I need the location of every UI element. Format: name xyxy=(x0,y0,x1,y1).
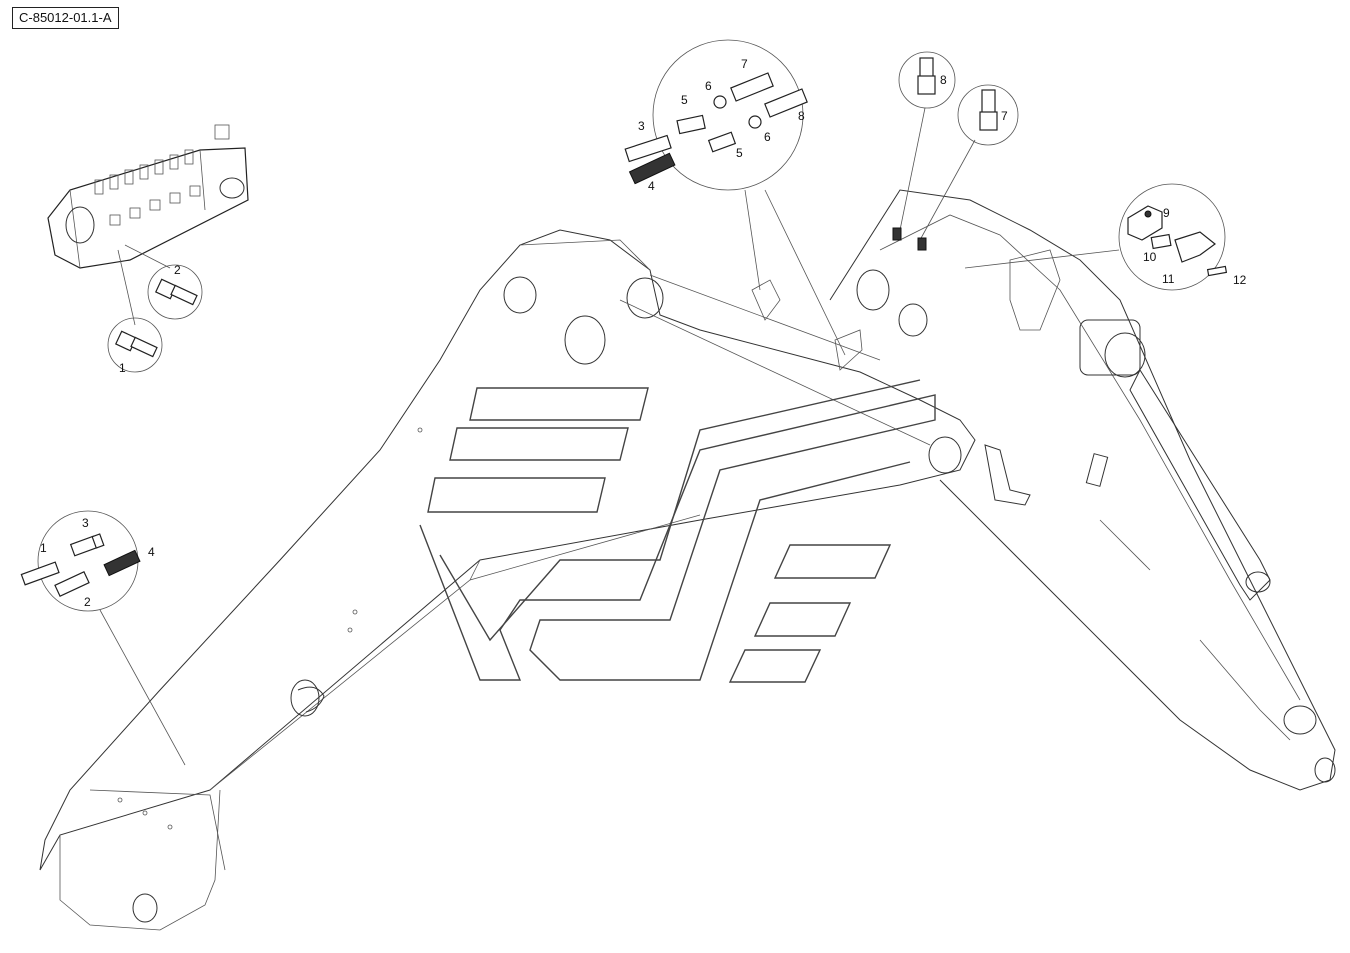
callout-9: 9 xyxy=(1163,206,1170,220)
control-valve xyxy=(47,124,249,269)
fitting-4-icon xyxy=(103,549,141,577)
callout-3: 3 xyxy=(82,516,89,530)
callout-3: 3 xyxy=(638,119,645,133)
arm-outline xyxy=(829,189,1336,791)
callout-5: 5 xyxy=(681,93,688,107)
callout-1: 1 xyxy=(119,361,126,375)
fitting-group-left-lower: 1 3 4 2 xyxy=(20,510,186,766)
callout-8: 8 xyxy=(940,73,947,87)
watermark-logo xyxy=(419,379,936,683)
callout-2: 2 xyxy=(174,263,181,277)
fitting-2-icon xyxy=(154,278,198,306)
callout-8: 8 xyxy=(798,109,805,123)
callout-11: 11 xyxy=(1162,272,1175,286)
fitting-1-icon xyxy=(114,330,158,358)
spacer-10-icon xyxy=(1150,233,1172,250)
bracket-group-right: 9 10 11 12 xyxy=(964,183,1247,291)
fitting-8-icon xyxy=(917,57,936,95)
callout-7: 7 xyxy=(741,57,748,71)
fitting-3-icon xyxy=(624,134,672,163)
clamp-plate-11-icon xyxy=(1174,231,1216,263)
clamp-block-9-icon xyxy=(1127,205,1163,241)
fitting-group-left-upper: 2 1 xyxy=(107,244,203,375)
drawing-id-label: C-85012-01.1-A xyxy=(12,7,119,29)
callout-12: 12 xyxy=(1233,273,1247,287)
callout-2: 2 xyxy=(84,595,91,609)
fitting-6-icon xyxy=(713,95,762,129)
fitting-2-icon xyxy=(54,571,90,597)
callout-4: 4 xyxy=(648,179,655,193)
callout-10: 10 xyxy=(1143,250,1157,264)
callout-6: 6 xyxy=(764,130,771,144)
callout-7: 7 xyxy=(1001,109,1008,123)
fitting-5-icon xyxy=(676,114,737,153)
fitting-4-icon xyxy=(628,152,676,185)
callout-1: 1 xyxy=(40,541,47,555)
fitting-group-top-center: 3 4 5 5 6 6 7 8 xyxy=(624,39,863,371)
fitting-3-icon xyxy=(69,533,105,557)
bolt-12-icon xyxy=(1206,265,1228,277)
fitting-1-icon xyxy=(20,561,60,586)
callout-6: 6 xyxy=(705,79,712,93)
fitting-8-icon xyxy=(764,88,808,118)
callout-4: 4 xyxy=(148,545,155,559)
boom-outline xyxy=(39,229,976,931)
fitting-7-icon xyxy=(979,89,998,131)
fitting-group-boom-pins: 8 7 xyxy=(892,51,1019,251)
callout-5: 5 xyxy=(736,146,743,160)
fitting-7-icon xyxy=(730,72,774,102)
